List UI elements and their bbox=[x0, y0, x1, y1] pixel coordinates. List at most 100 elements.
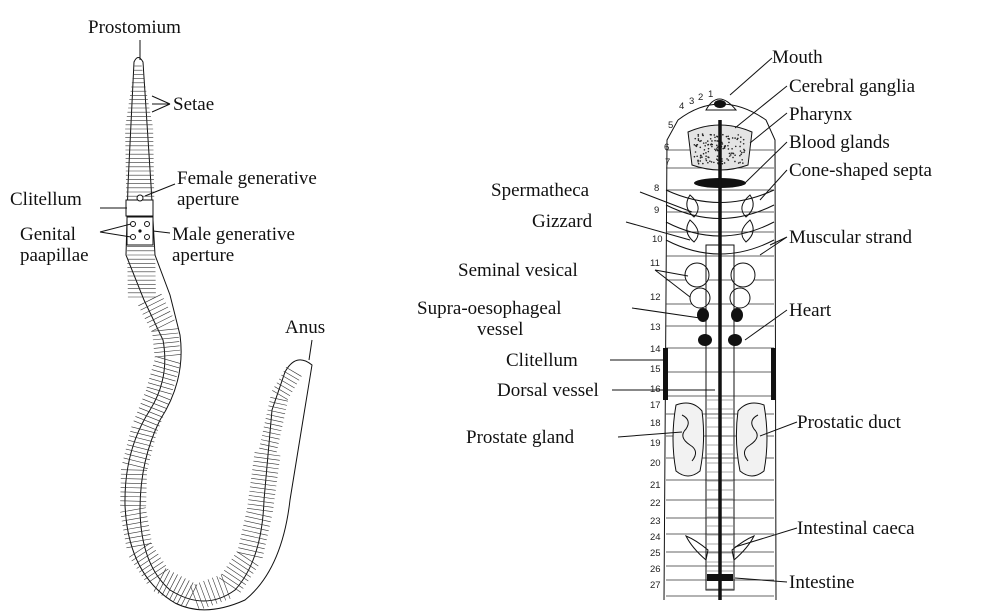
segment-ring bbox=[152, 333, 178, 336]
segment-ring bbox=[238, 548, 263, 554]
segment-ring bbox=[243, 525, 268, 531]
segment-ring bbox=[154, 350, 180, 353]
intestine-band bbox=[707, 574, 733, 581]
leader-line bbox=[309, 340, 312, 360]
stipple-dot bbox=[716, 135, 718, 137]
genital-papilla bbox=[145, 235, 150, 240]
segment-number: 6 bbox=[664, 142, 669, 153]
label-intestine: Intestine bbox=[789, 572, 854, 593]
segment-number: 8 bbox=[654, 183, 659, 194]
segment-ring bbox=[177, 580, 189, 603]
stipple-dot bbox=[732, 152, 734, 154]
label-supra-oesophageal-2: vessel bbox=[477, 319, 523, 340]
stipple-dot bbox=[699, 147, 701, 149]
stipple-dot bbox=[741, 152, 743, 154]
segment-ring bbox=[120, 492, 146, 493]
segment-ring bbox=[227, 567, 249, 581]
leader-line bbox=[145, 184, 175, 196]
seminal-vesicle bbox=[690, 288, 710, 308]
segment-ring bbox=[269, 402, 287, 406]
segment-ring bbox=[134, 550, 156, 564]
female-aperture bbox=[137, 195, 143, 201]
segment-ring bbox=[166, 574, 178, 597]
genital-papilla bbox=[131, 222, 136, 227]
segment-ring bbox=[281, 375, 296, 384]
stipple-dot bbox=[714, 140, 716, 142]
stipple-dot bbox=[700, 140, 702, 142]
segment-number: 2 bbox=[698, 92, 703, 103]
segment-ring bbox=[239, 543, 264, 549]
label-muscular-strand: Muscular strand bbox=[789, 227, 912, 248]
stipple-dot bbox=[742, 162, 744, 164]
label-prostomium: Prostomium bbox=[88, 17, 181, 38]
stipple-dot bbox=[698, 138, 700, 140]
stipple-dot bbox=[713, 134, 715, 136]
stipple-dot bbox=[726, 158, 728, 160]
stipple-dot bbox=[707, 162, 709, 164]
seminal-vesicle bbox=[685, 263, 709, 287]
stipple-dot bbox=[730, 154, 732, 156]
segment-ring bbox=[126, 543, 152, 547]
label-dorsal-vessel: Dorsal vessel bbox=[497, 380, 599, 401]
label-prostatic-duct: Prostatic duct bbox=[797, 412, 902, 433]
stipple-dot bbox=[697, 161, 699, 163]
stipple-dot bbox=[703, 153, 705, 155]
stipple-dot bbox=[717, 146, 719, 148]
segment-number: 21 bbox=[650, 480, 661, 491]
stipple-dot bbox=[702, 133, 704, 135]
segment-number: 7 bbox=[665, 157, 670, 168]
stipple-dot bbox=[714, 136, 716, 138]
stipple-dot bbox=[730, 152, 732, 154]
label-mouth: Mouth bbox=[772, 47, 823, 68]
segment-ring bbox=[251, 483, 277, 486]
segment-ring bbox=[146, 390, 170, 400]
stipple-dot bbox=[728, 142, 730, 144]
label-cone-septa: Cone-shaped septa bbox=[789, 160, 933, 181]
segment-ring bbox=[219, 578, 241, 592]
stipple-dot bbox=[732, 137, 734, 139]
segment-number: 12 bbox=[650, 292, 661, 303]
stipple-dot bbox=[727, 135, 729, 137]
segment-ring bbox=[153, 337, 179, 340]
segment-ring bbox=[252, 470, 278, 473]
segment-number: 26 bbox=[650, 564, 661, 575]
heart bbox=[731, 308, 743, 322]
stipple-dot bbox=[700, 157, 702, 159]
genital-papilla bbox=[145, 222, 150, 227]
stipple-dot bbox=[734, 161, 736, 163]
segment-ring bbox=[142, 399, 166, 409]
clitellum-band bbox=[126, 200, 153, 216]
heart bbox=[697, 308, 709, 322]
stipple-dot bbox=[731, 148, 733, 150]
label-supra-oesophageal: Supra-oesophageal bbox=[417, 298, 562, 319]
label-female-aperture-2: aperture bbox=[177, 189, 239, 210]
segment-number: 25 bbox=[650, 548, 661, 559]
segment-ring bbox=[248, 500, 274, 503]
segment-ring bbox=[263, 431, 281, 435]
stipple-dot bbox=[740, 154, 742, 156]
label-clitellum-internal: Clitellum bbox=[506, 350, 578, 371]
prostate-gland bbox=[736, 403, 767, 476]
segment-number: 1 bbox=[708, 89, 713, 100]
segment-number: 15 bbox=[650, 364, 661, 375]
segment-ring bbox=[247, 508, 273, 511]
stipple-dot bbox=[710, 134, 712, 136]
stipple-dot bbox=[722, 148, 724, 150]
segment-ring bbox=[173, 578, 185, 601]
stipple-dot bbox=[704, 149, 706, 151]
segment-ring bbox=[199, 583, 208, 607]
stipple-dot bbox=[740, 136, 742, 138]
stipple-dot bbox=[705, 158, 707, 160]
leader-line bbox=[745, 310, 787, 340]
stipple-dot bbox=[696, 155, 698, 157]
segment-ring bbox=[241, 534, 266, 540]
label-blood-glands: Blood glands bbox=[789, 132, 890, 153]
segment-ring bbox=[224, 570, 246, 584]
stipple-dot bbox=[708, 144, 710, 146]
stipple-dot bbox=[707, 140, 709, 142]
stipple-dot bbox=[695, 145, 697, 147]
stipple-dot bbox=[706, 160, 708, 162]
stipple-dot bbox=[722, 134, 724, 136]
stipple-dot bbox=[743, 151, 745, 153]
segment-number: 4 bbox=[679, 101, 684, 112]
